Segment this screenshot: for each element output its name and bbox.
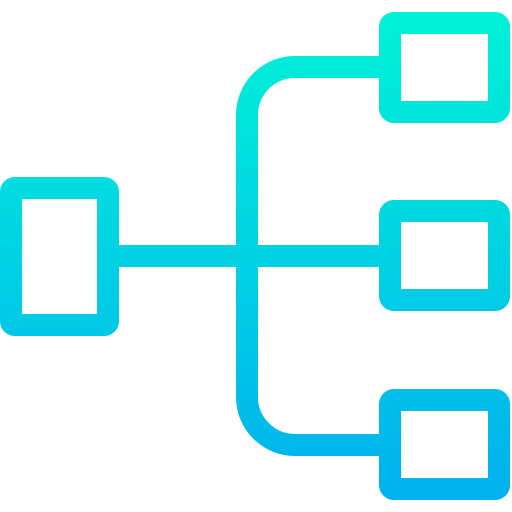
root-node-box: [0, 177, 119, 336]
branch-trunk: [236, 56, 390, 456]
child-node-box-top: [379, 12, 510, 123]
child-node-box-middle: [379, 200, 510, 311]
child-node-box-bottom: [379, 389, 510, 500]
